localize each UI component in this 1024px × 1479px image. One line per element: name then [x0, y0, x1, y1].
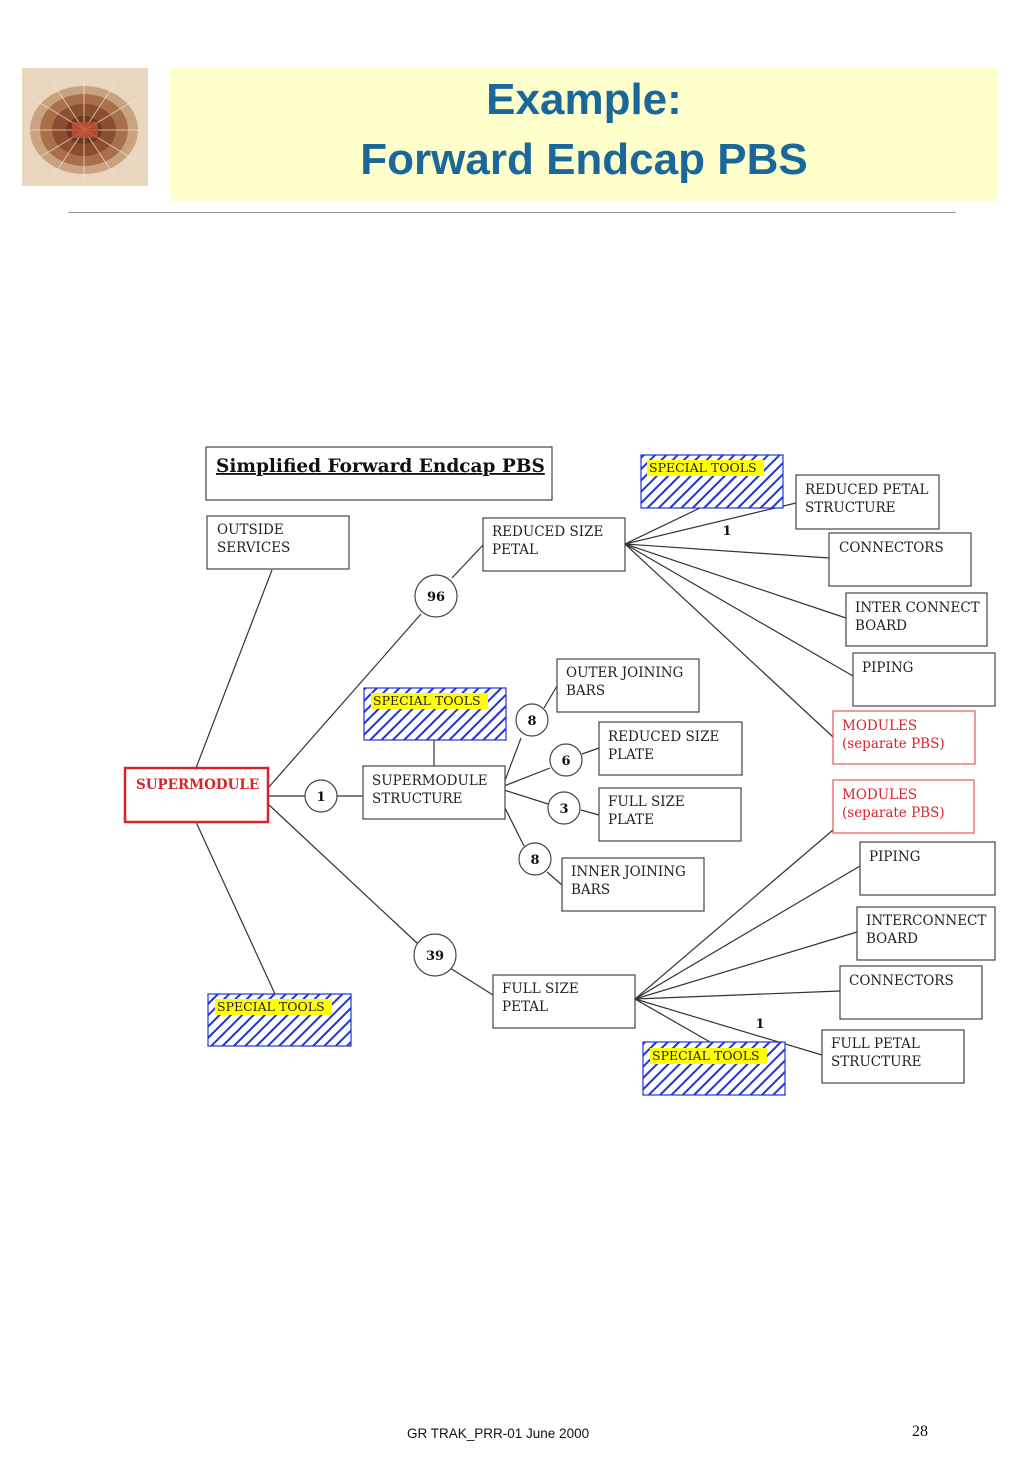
connectors-top-box	[828, 532, 972, 587]
slide-title-line-2: Forward Endcap PBS	[360, 135, 808, 184]
inner-joining-bars-box	[561, 857, 705, 912]
modules-top-label-1: MODULES	[842, 718, 917, 734]
modules-top-box	[832, 710, 976, 765]
special-tools-label: SPECIAL TOOLS	[652, 1048, 760, 1063]
inner-joining-bars-label-1: INNER JOINING	[571, 864, 686, 880]
qty-full-plate: 3	[559, 802, 568, 817]
piping-bottom-label: PIPING	[869, 849, 920, 865]
reduced-size-petal-label-1: REDUCED SIZE	[492, 524, 603, 540]
page-number: 28	[912, 1423, 928, 1440]
full-size-petal-label-1: FULL SIZE	[502, 981, 579, 997]
title-band: Example: Forward Endcap PBS	[170, 68, 998, 202]
full-size-plate-label-1: FULL SIZE	[608, 794, 685, 810]
qty-circle-reduced-plate	[549, 743, 583, 777]
qty-circle-reduced-petal	[414, 574, 458, 618]
piping-bottom-box	[859, 841, 996, 896]
detector-logo-image	[22, 68, 148, 186]
outside-services-box	[206, 515, 350, 570]
full-size-plate-label-2: PLATE	[608, 812, 654, 828]
outside-services-label-2: SERVICES	[217, 540, 290, 556]
special-tools-structure: SPECIAL TOOLS	[363, 687, 507, 741]
reduced-size-petal-label-2: PETAL	[492, 542, 538, 558]
reduced-size-plate-label-1: REDUCED SIZE	[608, 729, 719, 745]
special-tools-label: SPECIAL TOOLS	[217, 999, 325, 1014]
qty-circle-full-plate	[547, 791, 581, 825]
special-tools-label: SPECIAL TOOLS	[373, 693, 481, 708]
qty-structure: 1	[316, 790, 325, 805]
outer-joining-bars-box	[556, 658, 700, 713]
supermodule-structure-label-2: STRUCTURE	[372, 791, 463, 807]
full-petal-structure-label-2: STRUCTURE	[831, 1054, 922, 1070]
full-petal-structure-label-1: FULL PETAL	[831, 1036, 920, 1052]
full-size-petal-label-2: PETAL	[502, 999, 548, 1015]
outside-services-label-1: OUTSIDE	[217, 522, 284, 538]
piping-top-label: PIPING	[862, 660, 913, 676]
full-petal-structure-box	[821, 1029, 965, 1084]
reduced-size-plate-label-2: PLATE	[608, 747, 654, 763]
qty-inner-bars: 8	[530, 853, 539, 868]
reduced-petal-structure-label-1: REDUCED PETAL	[805, 482, 928, 498]
qty-reduced-petal: 96	[427, 590, 445, 605]
interconnect-bottom-label-1: INTERCONNECT	[866, 913, 986, 929]
supermodule-structure-box	[362, 765, 506, 820]
modules-bottom-label-1: MODULES	[842, 787, 917, 803]
full-size-plate-box	[598, 787, 742, 842]
piping-top-box	[852, 652, 996, 707]
modules-bottom-label-2: (separate PBS)	[842, 805, 945, 821]
special-tools-top-right: SPECIAL TOOLS	[640, 454, 784, 509]
diagram-heading: Simplified Forward Endcap PBS	[216, 456, 545, 477]
supermodule-label: SUPERMODULE	[136, 777, 259, 793]
connectors-bottom-label: CONNECTORS	[849, 973, 954, 989]
reduced-petal-structure-box	[795, 474, 940, 530]
qty-full-petal-structure: 1	[755, 1017, 764, 1032]
title-divider	[68, 212, 956, 213]
interconnect-board-bottom-box	[856, 906, 996, 961]
special-tools-supermodule: SPECIAL TOOLS	[207, 993, 352, 1047]
footer-text: GR TRAK_PRR-01 June 2000	[407, 1426, 590, 1441]
interconnect-bottom-label-2: BOARD	[866, 931, 918, 947]
outer-joining-bars-label-2: BARS	[566, 683, 605, 699]
interconnect-board-top-box	[845, 592, 988, 647]
qty-reduced-plate: 6	[561, 754, 570, 769]
connectors-top-label: CONNECTORS	[839, 540, 944, 556]
diagram-heading-box	[205, 446, 553, 501]
supermodule-structure-label-1: SUPERMODULE	[372, 773, 488, 789]
qty-reduced-petal-structure: 1	[722, 524, 731, 539]
inner-joining-bars-label-2: BARS	[571, 882, 610, 898]
interconnect-top-label-1: INTER CONNECT	[855, 600, 980, 616]
special-tools-label: SPECIAL TOOLS	[649, 460, 757, 475]
qty-circle-inner-bars	[518, 842, 552, 876]
modules-bottom-box	[832, 779, 975, 834]
special-tools-bottom-right: SPECIAL TOOLS	[642, 1041, 786, 1096]
qty-circle-outer-bars	[515, 703, 549, 737]
full-size-petal-box	[492, 974, 636, 1029]
qty-outer-bars: 8	[527, 714, 536, 729]
slide-title-line-1: Example:	[486, 75, 682, 124]
modules-top-label-2: (separate PBS)	[842, 736, 945, 752]
reduced-size-plate-box	[598, 721, 743, 776]
connector-lines	[195, 502, 861, 1056]
reduced-size-petal-box	[482, 517, 626, 572]
supermodule-box	[123, 766, 270, 824]
connectors-bottom-box	[839, 965, 983, 1020]
outer-joining-bars-label-1: OUTER JOINING	[566, 665, 683, 681]
qty-circle-structure	[304, 779, 338, 813]
qty-circle-full-petal	[413, 933, 457, 977]
reduced-petal-structure-label-2: STRUCTURE	[805, 500, 896, 516]
interconnect-top-label-2: BOARD	[855, 618, 907, 634]
qty-full-petal: 39	[426, 949, 444, 964]
